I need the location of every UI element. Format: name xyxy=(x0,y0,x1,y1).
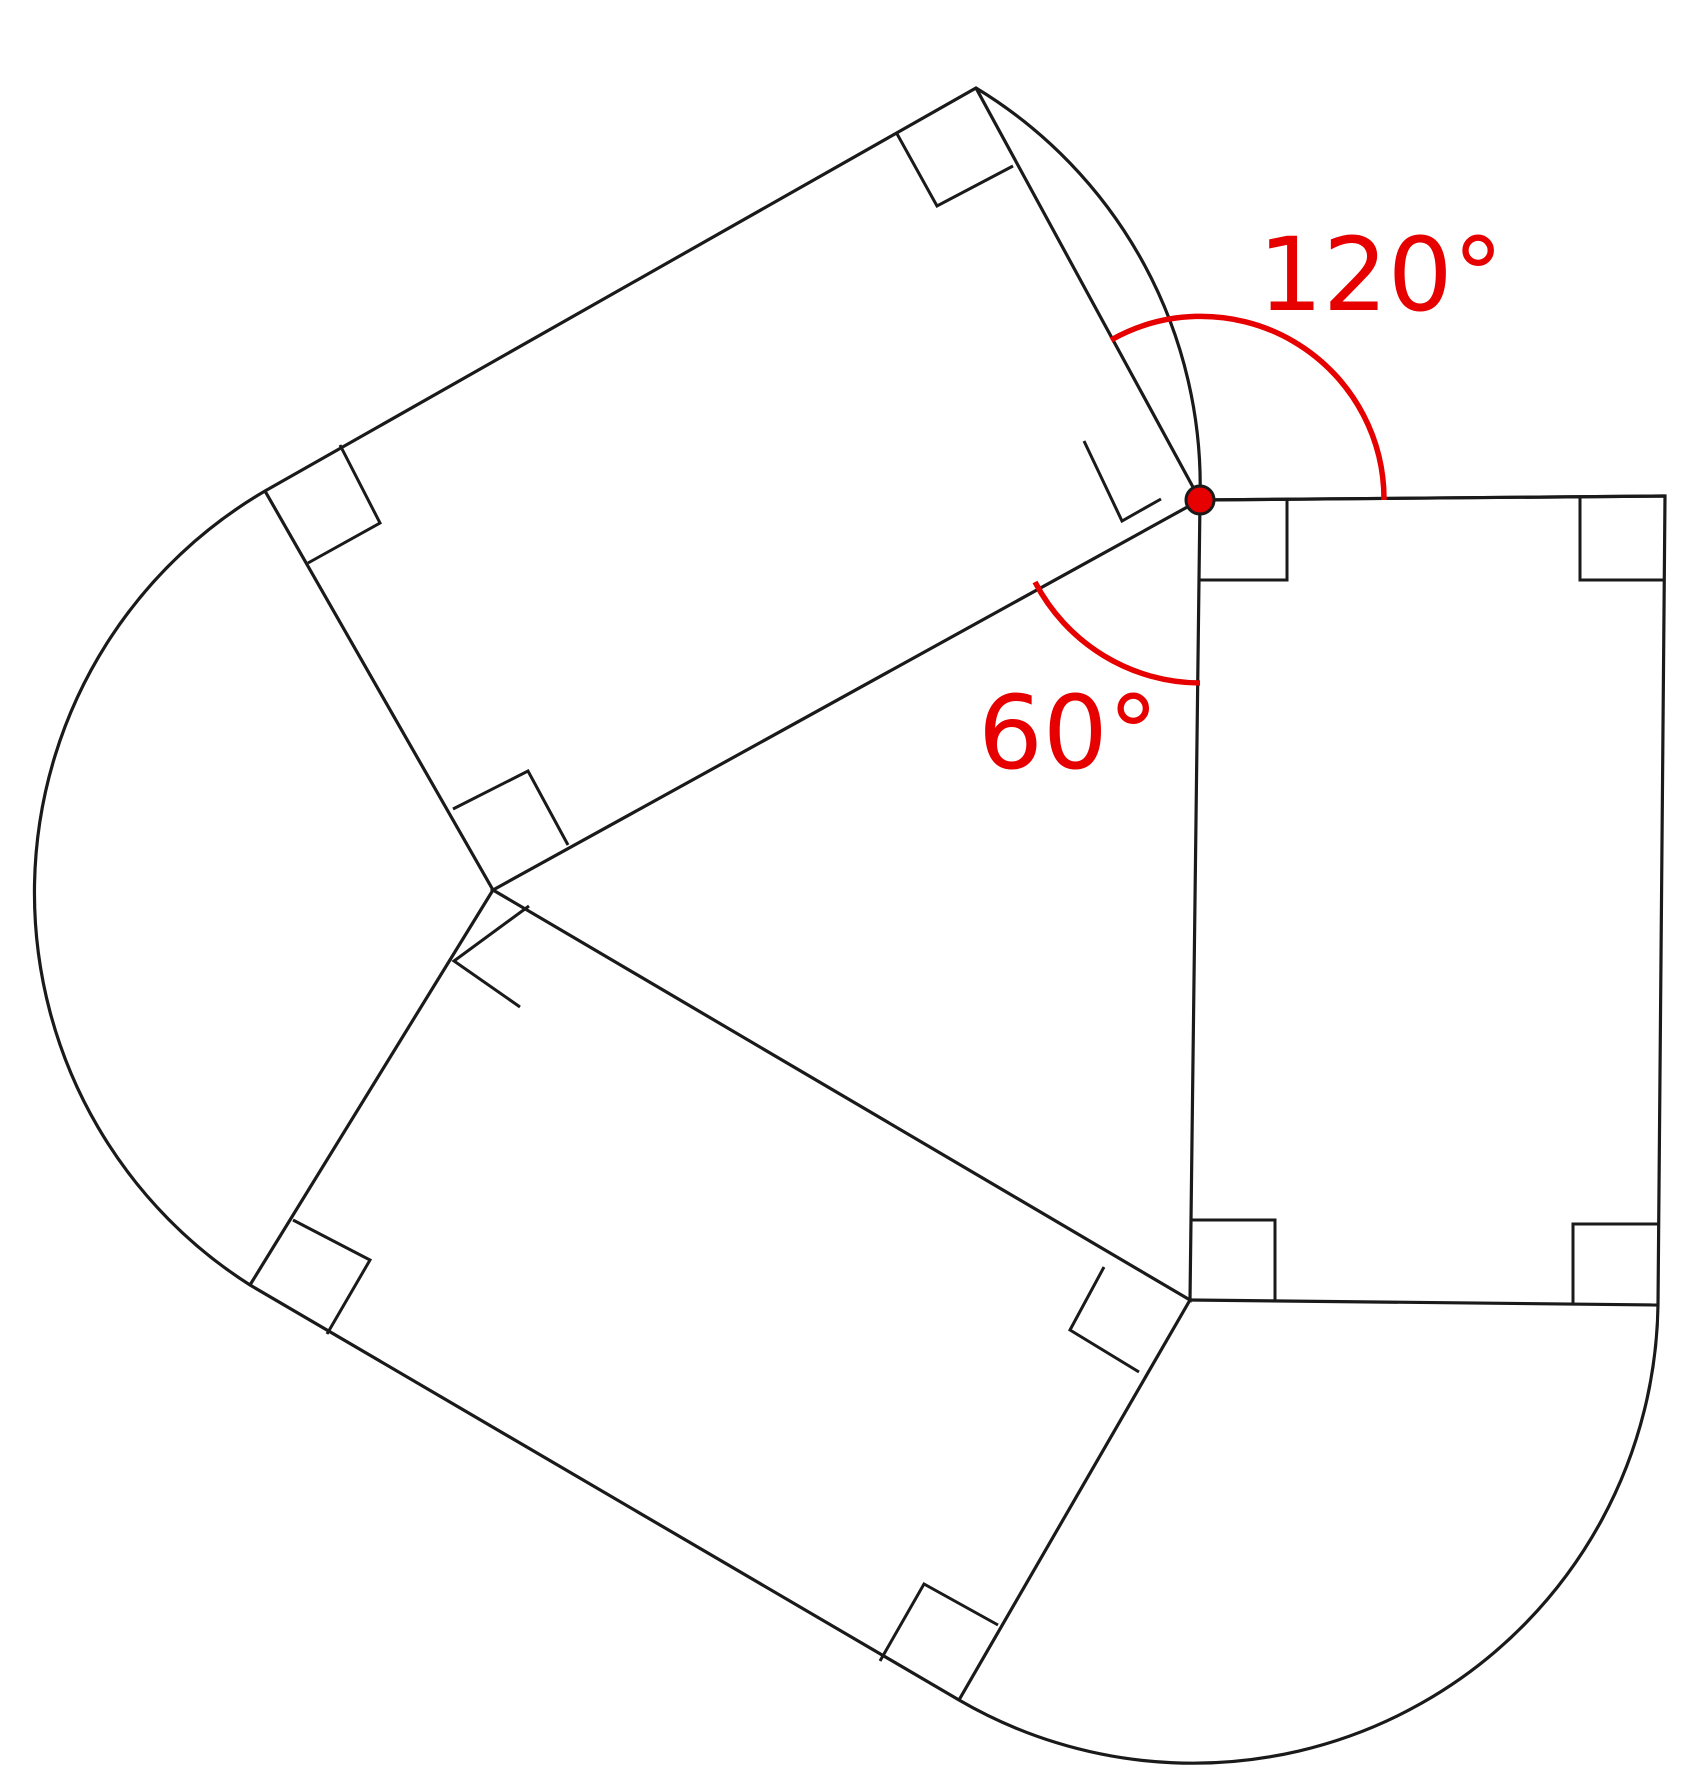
outer-boundary xyxy=(32,86,1667,1765)
rect-right-side-b xyxy=(1189,1298,1659,1307)
angle-label-60: 60° xyxy=(978,674,1159,793)
right-angle-markers xyxy=(292,131,1663,1662)
highlighted-vertex xyxy=(1184,484,1216,516)
right-angle-marker xyxy=(1190,1218,1277,1300)
right-angle-marker xyxy=(452,769,570,846)
right-angle-marker xyxy=(307,444,382,565)
central-triangle xyxy=(489,497,1202,1303)
right-angle-marker xyxy=(1571,1222,1658,1303)
angle-arc-120 xyxy=(1109,313,1387,501)
rect-left-side-b xyxy=(957,1299,1192,1701)
right-angle-marker xyxy=(1082,440,1162,524)
right-angle-marker xyxy=(451,904,530,1009)
rect-top-side-b xyxy=(263,490,495,891)
rect-top-side-a xyxy=(974,87,1202,501)
right-angle-marker xyxy=(1068,1266,1140,1374)
rect-right-side-a xyxy=(1199,494,1666,502)
right-angle-marker xyxy=(1578,496,1663,582)
right-angle-marker xyxy=(878,1581,999,1662)
right-angle-marker xyxy=(1200,500,1289,582)
angle-arc-60 xyxy=(1032,580,1201,686)
angle-label-120: 120° xyxy=(1258,216,1504,335)
right-angle-marker xyxy=(292,1218,373,1335)
right-angle-marker xyxy=(894,131,1014,209)
rect-left-side-a xyxy=(248,889,495,1286)
